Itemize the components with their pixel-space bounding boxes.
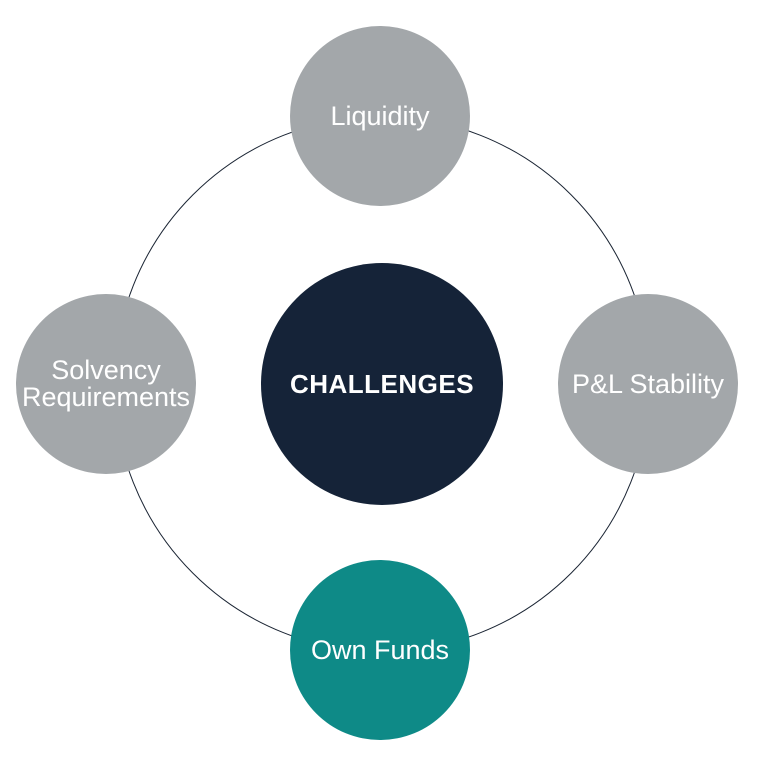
center-circle-challenges: CHALLENGES <box>261 263 503 505</box>
node-pl-stability-label: P&L Stability <box>571 368 725 399</box>
node-liquidity-label: Liquidity <box>330 100 430 131</box>
center-label: CHALLENGES <box>289 368 475 399</box>
node-solvency-requirements: Solvency Requirements <box>16 294 196 474</box>
node-own-funds-label: Own Funds <box>310 634 450 665</box>
node-solvency-requirements-label: Solvency Requirements <box>21 355 191 412</box>
node-own-funds: Own Funds <box>290 560 470 740</box>
node-pl-stability: P&L Stability <box>558 294 738 474</box>
node-liquidity: Liquidity <box>290 26 470 206</box>
